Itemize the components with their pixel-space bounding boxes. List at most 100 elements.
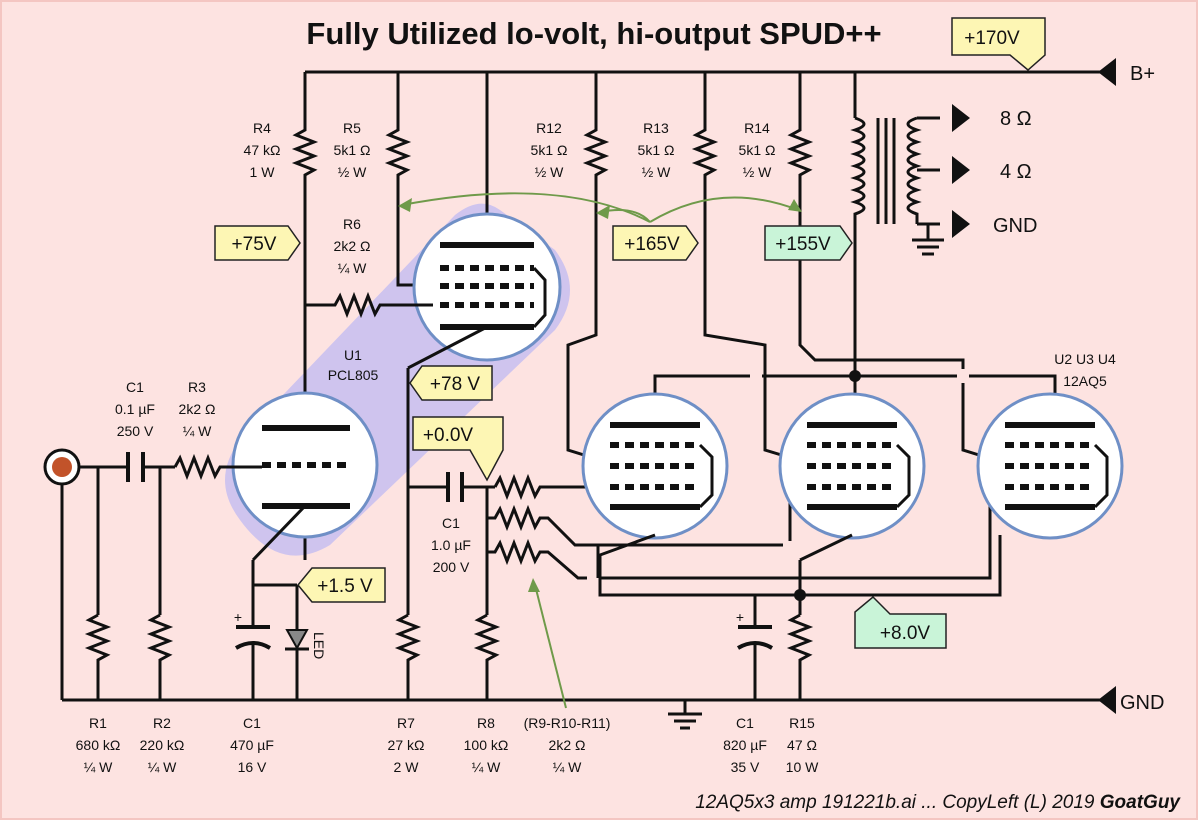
tag-78v: +78 V [409,365,493,401]
svg-text:+0.0V: +0.0V [423,425,474,446]
cathode-bus: + [598,533,1002,700]
svg-text:R8: R8 [477,715,495,731]
input-jack[interactable] [43,448,81,486]
svg-text:R4: R4 [253,120,271,136]
svg-text:250 V: 250 V [117,423,154,439]
svg-text:R12: R12 [536,120,562,136]
output-transformer [850,104,970,365]
svg-text:16 V: 16 V [238,759,267,775]
c1b-rating: 200 V [433,559,470,575]
svg-text:5k1 Ω: 5k1 Ω [739,142,776,158]
tag-80v: +8.0V [854,595,947,649]
supply-wiring [303,72,857,245]
svg-text:5k1 Ω: 5k1 Ω [638,142,675,158]
svg-text:5k1 Ω: 5k1 Ω [334,142,371,158]
output-8-ohm: 8 Ω [1000,108,1032,130]
svg-text:½ W: ½ W [338,164,368,180]
resistor-r7 [394,613,422,700]
svg-text:0.1 µF: 0.1 µF [115,401,155,417]
svg-text:C1: C1 [243,715,261,731]
svg-text:¼ W: ¼ W [183,423,213,439]
plate-bus [653,365,1057,400]
svg-text:+: + [736,609,744,625]
svg-text:R2: R2 [153,715,171,731]
output-4-ohm: 4 Ω [1000,161,1032,183]
tube-u4 [976,392,1124,540]
svg-text:27 kΩ: 27 kΩ [388,737,425,753]
svg-text:C1: C1 [126,379,144,395]
resistor-r8 [473,613,501,700]
bottom-labels: R1 680 kΩ ¼ W R2 220 kΩ ¼ W C1 470 µF 16… [76,715,819,775]
u234-names: U2 U3 U4 [1054,351,1116,367]
svg-text:R6: R6 [343,216,361,232]
tag-165v: +165V [612,225,699,261]
phase-splitter-wiring [406,368,605,615]
svg-text:680 kΩ: 680 kΩ [76,737,121,753]
svg-text:47 Ω: 47 Ω [787,737,817,753]
svg-text:C1: C1 [736,715,754,731]
svg-text:+75V: +75V [232,234,277,255]
c1b-name: C1 [442,515,460,531]
u1-name: U1 [344,347,362,363]
footer-credit: 12AQ5x3 amp 191221b.ai ... CopyLeft (L) … [695,792,1181,813]
u1-type: PCL805 [328,367,379,383]
svg-text:½ W: ½ W [642,164,672,180]
svg-text:47 kΩ: 47 kΩ [244,142,281,158]
tag-00v: +0.0V [412,416,504,482]
resistor-r4: R4 47 kΩ 1 W [244,120,319,560]
input-coupling: C1 0.1 µF 250 V R3 2k2 Ω ¼ W [60,379,262,700]
svg-text:470 µF: 470 µF [230,737,274,753]
svg-text:½ W: ½ W [535,164,565,180]
svg-text:R7: R7 [397,715,415,731]
tube-u1-pentode [407,212,562,370]
tube-u3 [778,392,926,540]
resistor-r2 [146,613,174,700]
resistor-r6: R6 2k2 Ω ¼ W [305,216,433,319]
svg-text:R14: R14 [744,120,770,136]
resistor-r13: R13 5k1 Ω ½ W [638,120,799,462]
resistor-r14: R14 5k1 Ω ½ W [739,120,996,462]
svg-text:R3: R3 [188,379,206,395]
tag-15v: +1.5 V [297,567,386,603]
gnd-rail: GND [62,686,1164,730]
svg-text:820 µF: 820 µF [723,737,767,753]
svg-text:B+: B+ [1130,63,1155,85]
c1b-value: 1.0 µF [431,537,471,553]
svg-text:2k2 Ω: 2k2 Ω [549,737,586,753]
tag-155v: +155V [764,225,853,261]
svg-text:10 W: 10 W [786,759,819,775]
svg-text:R15: R15 [789,715,815,731]
svg-text:+: + [234,609,242,625]
svg-text:+165V: +165V [624,234,680,255]
svg-text:2 W: 2 W [394,759,420,775]
svg-text:+78 V: +78 V [430,374,481,395]
svg-text:2k2 Ω: 2k2 Ω [334,238,371,254]
annotation-arrows [398,192,802,709]
svg-text:¼ W: ¼ W [553,759,583,775]
u234-type: 12AQ5 [1063,373,1107,389]
cathode-network: + LED [234,560,327,700]
svg-text:220 kΩ: 220 kΩ [140,737,185,753]
svg-text:¼ W: ¼ W [338,260,368,276]
svg-text:¼ W: ¼ W [84,759,114,775]
resistor-r1 [84,613,112,700]
tag-75v: +75V [214,225,301,261]
svg-text:5k1 Ω: 5k1 Ω [531,142,568,158]
led-label: LED [311,632,327,659]
svg-text:R1: R1 [89,715,107,731]
svg-text:½ W: ½ W [743,164,773,180]
tag-170v: +170V [951,17,1046,71]
bplus-rail: B+ [305,58,1155,86]
svg-text:100 kΩ: 100 kΩ [464,737,509,753]
svg-text:R5: R5 [343,120,361,136]
svg-text:+1.5 V: +1.5 V [317,576,373,597]
svg-text:+8.0V: +8.0V [880,623,931,644]
svg-text:+170V: +170V [964,28,1020,49]
output-gnd: GND [993,215,1037,237]
tube-u2 [581,392,729,540]
svg-text:2k2 Ω: 2k2 Ω [179,401,216,417]
svg-text:¼ W: ¼ W [472,759,502,775]
svg-text:+155V: +155V [775,234,831,255]
diagram-title: Fully Utilized lo-volt, hi-output SPUD++ [306,16,881,51]
